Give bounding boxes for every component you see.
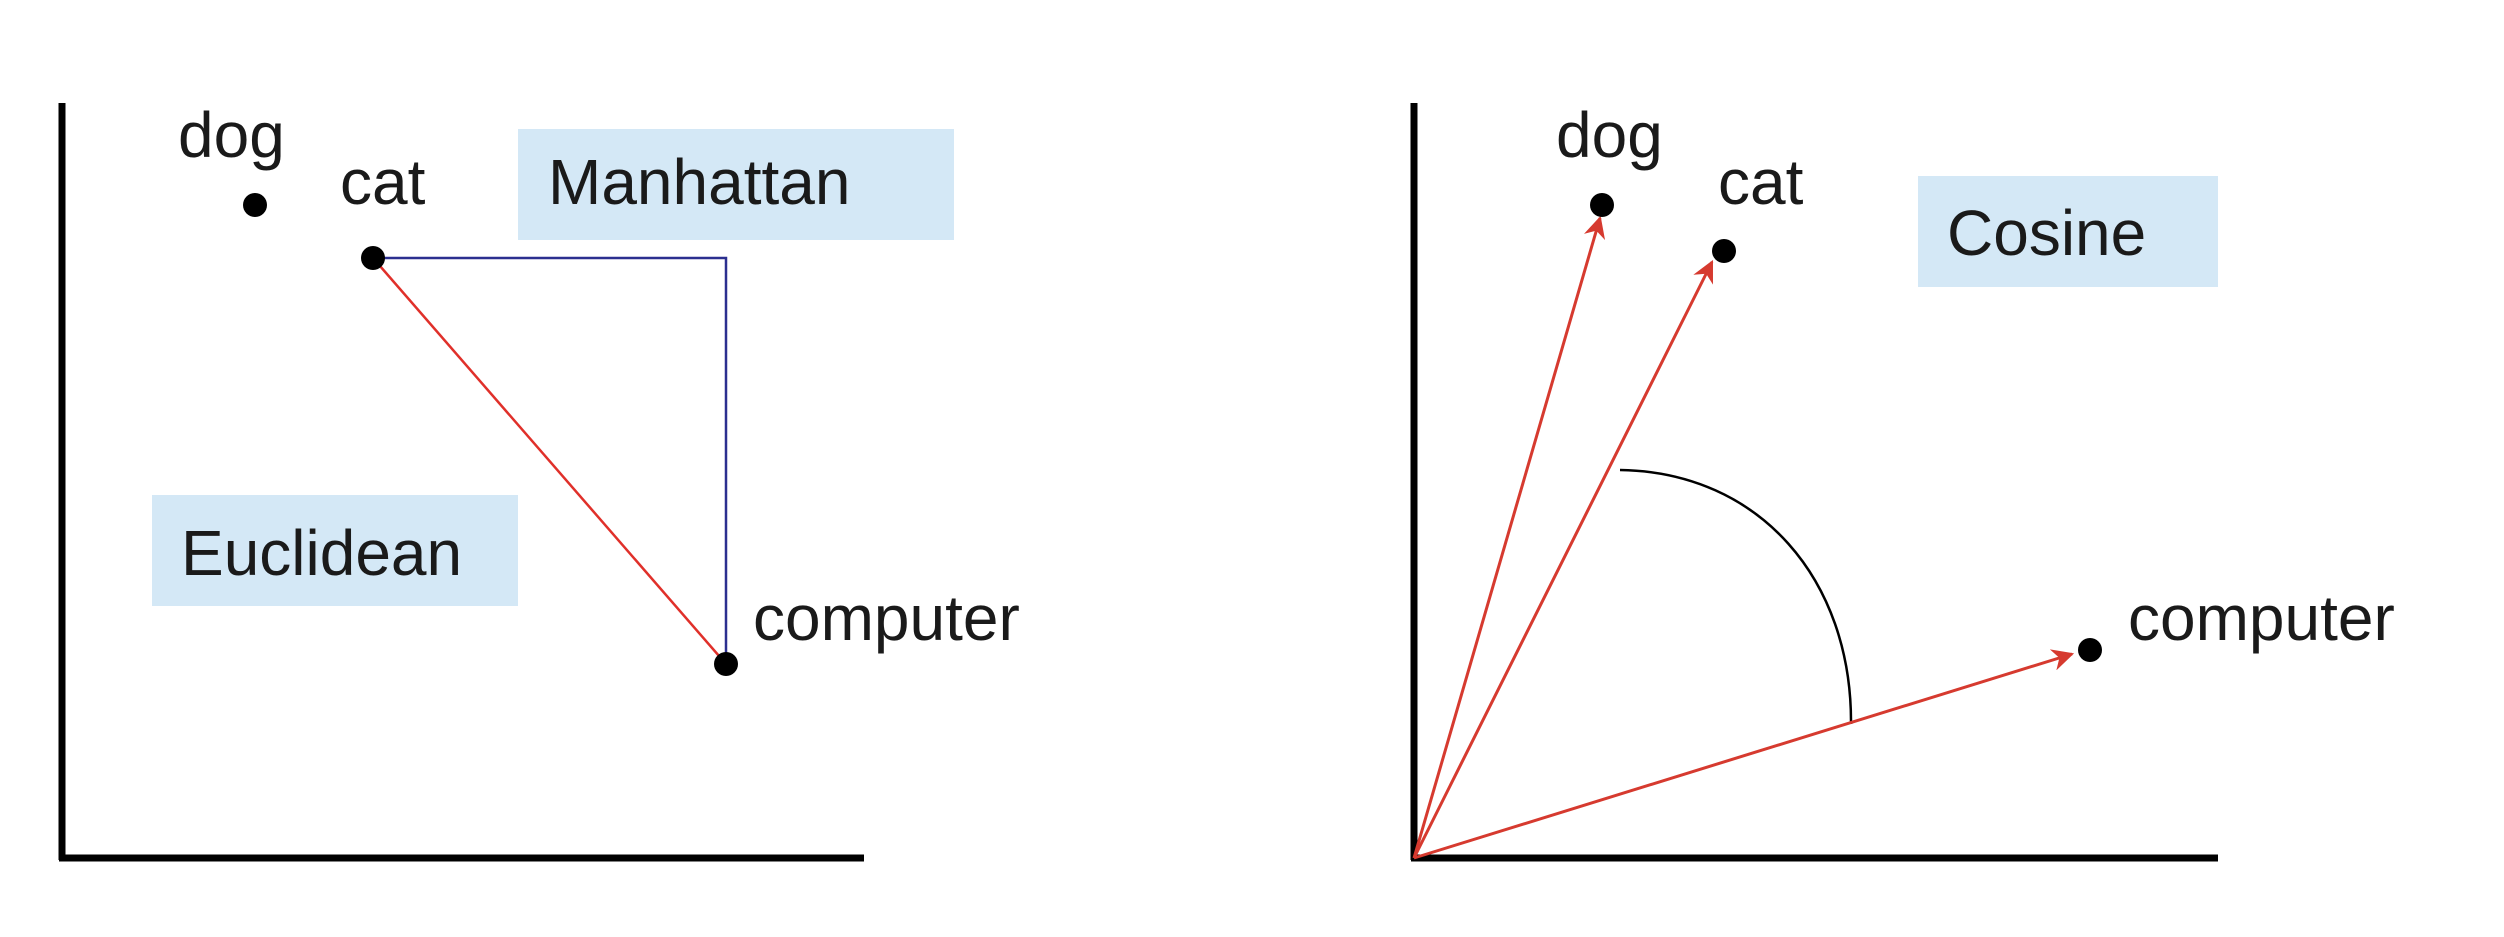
computer-label: computer <box>753 582 1020 654</box>
dog-label: dog <box>178 99 285 171</box>
right-panel: Cosine dog cat computer <box>1410 99 2395 862</box>
computer-label: computer <box>2128 582 2395 654</box>
cat-point <box>1712 239 1736 263</box>
euclidean-label: Euclidean <box>181 517 462 589</box>
manhattan-path <box>373 256 728 664</box>
euclidean-label-box <box>152 495 518 606</box>
computer-vector-arrow <box>1413 649 2075 860</box>
angle-arc <box>1619 468 1853 725</box>
cosine-label: Cosine <box>1947 197 2146 269</box>
cat-vector-arrow <box>1412 260 1714 859</box>
euclidean-line <box>372 257 727 665</box>
cat-label: cat <box>1718 146 1804 218</box>
computer-point <box>2078 638 2102 662</box>
manhattan-label-box <box>518 129 954 240</box>
cosine-label-box <box>1918 176 2218 287</box>
cat-point <box>361 246 385 270</box>
cat-label: cat <box>340 146 426 218</box>
dog-vector-arrow <box>1412 215 1606 859</box>
dog-label: dog <box>1556 99 1663 171</box>
manhattan-label: Manhattan <box>548 146 850 218</box>
dog-point <box>1590 193 1614 217</box>
left-panel: Manhattan Euclidean dog cat computer <box>58 99 1020 862</box>
computer-point <box>714 652 738 676</box>
dog-point <box>243 193 267 217</box>
